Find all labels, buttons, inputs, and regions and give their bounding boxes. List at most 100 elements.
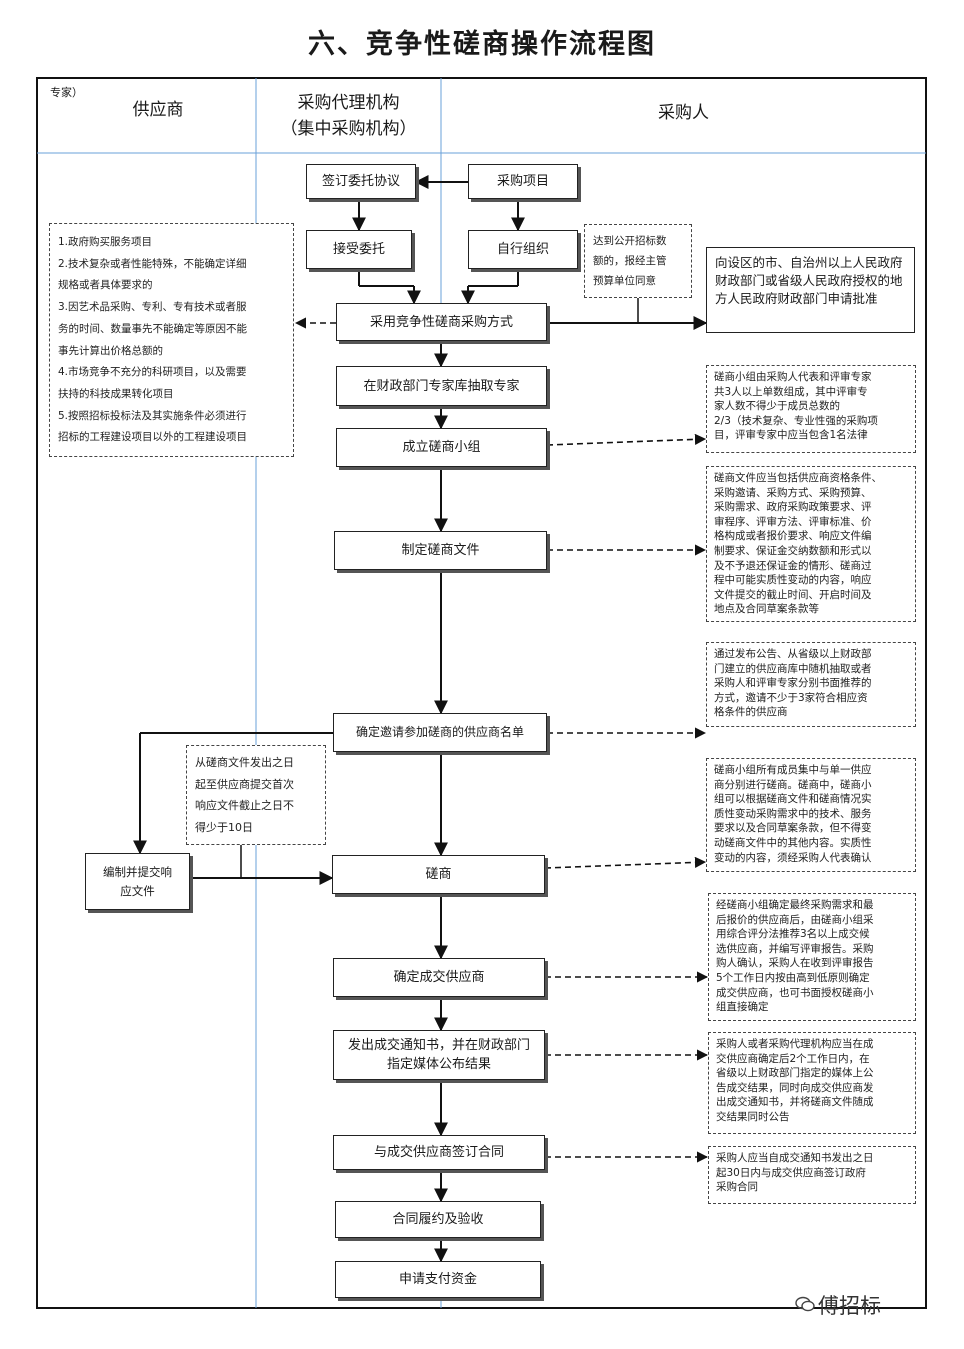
note-line: 采购人和评审专家分别书面推荐的: [714, 677, 872, 690]
step-purchase-project: 采购项目: [468, 164, 578, 199]
note-line: 家人数不得少于成员总数的: [714, 400, 840, 413]
lane-header-agency-line2: （集中采购机构）: [280, 119, 417, 139]
step-confirm-suppliers: 确定邀请参加磋商的供应商名单: [333, 713, 547, 752]
note-line: 达到公开招标数: [593, 235, 667, 247]
note-line: 组可以根据磋商文件和磋商情况实: [714, 793, 872, 806]
note-line: 变动的内容，须经采购人代表确认: [714, 851, 872, 864]
note-line: 文件提交的截止时间、开启时间及: [714, 588, 872, 601]
note-line: 磋商小组由采购人代表和评审专家: [714, 371, 872, 383]
note-line: 质性变动采购需求中的技术、服务: [714, 807, 872, 820]
note-line: 得少于10日: [195, 820, 253, 834]
note-line: 交供应商确定后2个工作日内，在: [716, 1052, 870, 1065]
step-issue-notice: 发出成交通知书，并在财政部门指定媒体公布结果: [333, 1030, 545, 1080]
note-line: 制要求、保证金交纳数额和形式以: [714, 544, 872, 557]
note-line: 成交供应商，也可书面授权磋商小: [716, 986, 874, 999]
condition-line: 事先计算出价格总额的: [58, 344, 163, 357]
dash-negotiate-note: [544, 856, 707, 869]
note-line: 动磋商文件中的其他内容。实质性: [714, 836, 872, 849]
condition-line: 1.政府购买服务项目: [58, 236, 153, 248]
step-self-organize: 自行组织: [468, 230, 578, 269]
note-line: 共3人以上单数组成，其中评审专: [714, 385, 868, 398]
note-line: 目，评审专家中应当包含1名法律: [714, 429, 868, 442]
note-line: 商分别进行磋商。磋商中，磋商小: [714, 778, 872, 791]
note-line: 2/3（技术复杂、专业性强的采购项: [714, 414, 878, 427]
lane-header-purchaser: 采购人: [658, 103, 709, 123]
condition-line: 务的时间、数量事先不能确定等原因不能: [58, 322, 247, 335]
note-line: 告成交结果，同时向成交供应商发: [716, 1081, 874, 1094]
watermark-text: 傅招标: [818, 1294, 881, 1318]
note-line: 方式，邀请不少于3家符合相应资: [714, 691, 868, 704]
note-line: 额的，报经主管: [593, 255, 667, 267]
note-line: 响应文件截止之日不: [195, 799, 294, 812]
note-line: 交结果同时公告: [716, 1110, 790, 1123]
condition-line: 2.技术复杂或者性能特殊，不能确定详细: [58, 257, 247, 270]
note-line: 从磋商文件发出之日: [195, 756, 294, 769]
note-conditions: 1.政府购买服务项目 2.技术复杂或者性能特殊，不能确定详细 规格或者具体要求的…: [49, 223, 294, 457]
wechat-icon: [795, 1296, 815, 1312]
note-line: 要求以及合同草案条款，但不得变: [714, 822, 872, 835]
note-notice-rule: 采购人或者采购代理机构应当在成 交供应商确定后2个工作日内，在 省级以上财政部门…: [708, 1032, 916, 1134]
step-draw-experts: 在财政部门专家库抽取专家: [336, 366, 547, 406]
condition-line: 3.因艺术品采购、专利、专有技术或者服: [58, 301, 247, 314]
step-form-group: 成立磋商小组: [336, 428, 547, 467]
step-negotiate: 磋商: [332, 855, 545, 894]
note-line: 采购需求、政府采购政策要求、评: [714, 501, 872, 514]
note-deadline: 从磋商文件发出之日 起至供应商提交首次 响应文件截止之日不 得少于10日: [186, 745, 326, 845]
note-line: 磋商文件应当包括供应商资格条件、: [714, 472, 882, 484]
dash-group-note: [546, 433, 707, 446]
note-supplier-source: 通过发布公告、从省级以上财政部 门建立的供应商库中随机抽取或者 采购人和评审专家…: [706, 642, 916, 727]
condition-line: 扶持的科技成果转化项目: [58, 387, 174, 400]
step-perform-accept: 合同履约及验收: [335, 1201, 541, 1238]
note-line: 通过发布公告、从省级以上财政部: [714, 648, 872, 660]
note-line: 采购人或者采购代理机构应当在成: [716, 1038, 874, 1050]
note-line: 磋商小组所有成员集中与单一供应: [714, 764, 872, 776]
note-line: 及不予退还保证金的情形、磋商过: [714, 559, 872, 572]
note-line: 5个工作日内按由高到低原则确定: [716, 971, 870, 984]
note-public-bid: 达到公开招标数 额的，报经主管 预算单位同意: [584, 224, 692, 298]
note-line: 后报价的供应商后，由磋商小组采: [716, 913, 874, 926]
note-line: 起30日内与成交供应商签订政府: [716, 1166, 866, 1179]
condition-line: 4.市场竞争不充分的科研项目，以及需要: [58, 366, 247, 379]
step-make-docs: 制定磋商文件: [334, 531, 547, 570]
note-line: 格条件的供应商: [714, 706, 788, 719]
note-line: 格构成或者报价要求、响应文件编: [714, 530, 872, 543]
note-line: 程中可能实质性变动的内容，响应: [714, 574, 872, 587]
lane-header-agency: 采购代理机构 （集中采购机构）: [256, 90, 441, 142]
note-line: 采购合同: [716, 1181, 758, 1194]
note-line: 采购人应当自成交通知书发出之日: [716, 1152, 874, 1164]
note-line: 选供应商，并编写评审报告。采购: [716, 942, 874, 955]
step-compile-response: 编制并提交响应文件: [85, 853, 190, 910]
note-docs-content: 磋商文件应当包括供应商资格条件、 采购邀请、采购方式、采购预算、 采购需求、政府…: [706, 466, 916, 622]
note-line: 起至供应商提交首次: [195, 777, 294, 791]
step-accept-entrust: 接受委托: [306, 230, 412, 269]
note-line: 购人确认，采购人在收到评审报告: [716, 957, 874, 970]
note-line: 省级以上财政部门指定的媒体上公: [716, 1067, 874, 1080]
step-sign-contract: 与成交供应商签订合同: [333, 1135, 545, 1170]
corner-label: 专家）: [50, 86, 83, 99]
step-adopt-method: 采用竞争性磋商采购方式: [336, 303, 547, 341]
note-line: 门建立的供应商库中随机抽取或者: [714, 662, 872, 675]
step-confirm-winner: 确定成交供应商: [333, 958, 545, 997]
note-line: 地点及合同草案条款等: [714, 603, 819, 616]
note-line: 预算单位同意: [593, 275, 656, 287]
note-group-composition: 磋商小组由采购人代表和评审专家 共3人以上单数组成，其中评审专 家人数不得少于成…: [706, 365, 916, 453]
note-line: 采购邀请、采购方式、采购预算、: [714, 486, 872, 499]
note-winner-rule: 经磋商小组确定最终采购需求和最 后报价的供应商后，由磋商小组采 用综合评分法推荐…: [708, 893, 916, 1021]
lane-header-agency-line1: 采购代理机构: [297, 93, 400, 113]
condition-line: 5.按照招标投标法及其实施条件必须进行: [58, 409, 247, 422]
approval-box: 向设区的市、自治州以上人民政府财政部门或省级人民政府授权的地方人民政府财政部门申…: [706, 247, 915, 333]
note-line: 经磋商小组确定最终采购需求和最: [716, 899, 874, 911]
outer-frame: [36, 77, 927, 1309]
note-line: 用综合评分法推荐3名以上成交候: [716, 928, 870, 941]
note-line: 出成交通知书，并将磋商文件随成: [716, 1096, 874, 1109]
step-apply-payment: 申请支付资金: [335, 1261, 541, 1298]
note-contract-rule: 采购人应当自成交通知书发出之日 起30日内与成交供应商签订政府 采购合同: [708, 1146, 916, 1204]
note-negotiation-rule: 磋商小组所有成员集中与单一供应 商分别进行磋商。磋商中，磋商小 组可以根据磋商文…: [706, 758, 916, 872]
note-line: 组直接确定: [716, 1001, 769, 1014]
condition-line: 招标的工程建设项目以外的工程建设项目: [58, 431, 247, 444]
lane-header-supplier: 供应商: [132, 100, 184, 120]
condition-line: 规格或者具体要求的: [58, 279, 153, 292]
page-title: 六、竞争性磋商操作流程图: [308, 29, 656, 60]
step-sign-agreement: 签订委托协议: [306, 164, 416, 199]
